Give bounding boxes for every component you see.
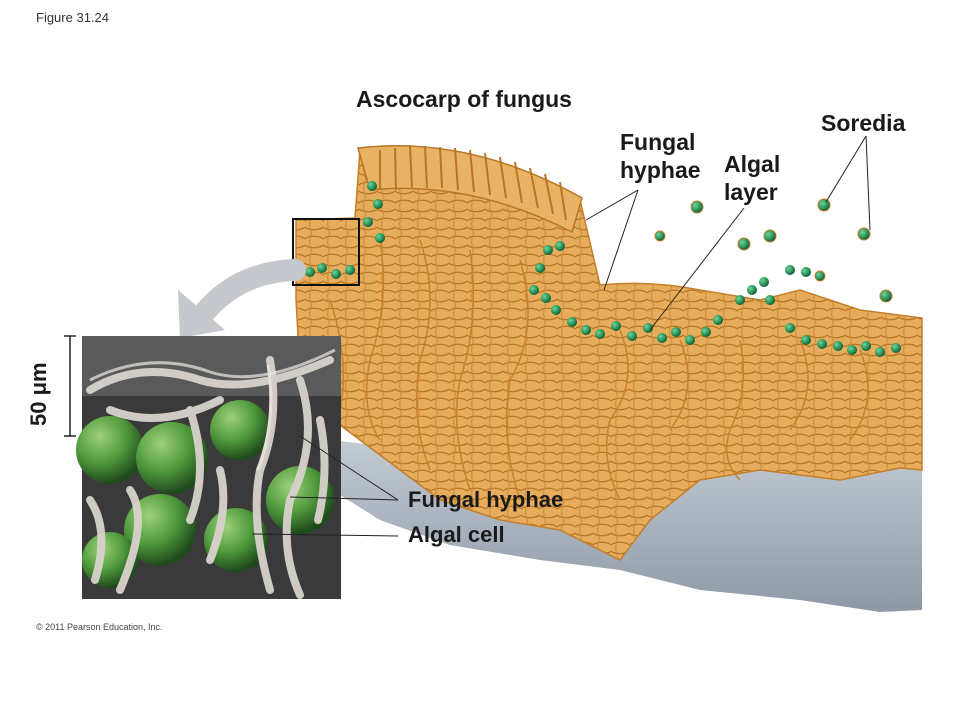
label-algal-layer: Algal layer [724,151,781,205]
inset-box [292,218,360,286]
label-fungal-hyphae-bottom: Fungal hyphae [408,487,564,512]
label-ascocarp: Ascocarp of fungus [356,86,572,112]
figure-label: Figure 31.24 [36,10,109,25]
label-fungal-hyphae-top: Fungal hyphae [620,129,701,183]
soredia-clusters [654,198,893,303]
micrograph-photo [76,336,341,599]
label-scale: 50 μm [26,362,51,426]
label-algal-cell: Algal cell [408,522,505,547]
copyright: © 2011 Pearson Education, Inc. [36,622,163,632]
ascocarp [357,145,583,234]
zoom-arrow [189,259,306,329]
scale-bar [64,335,76,437]
algal-cells [305,181,901,357]
leader-lines [251,135,871,537]
label-soredia: Soredia [821,110,906,136]
